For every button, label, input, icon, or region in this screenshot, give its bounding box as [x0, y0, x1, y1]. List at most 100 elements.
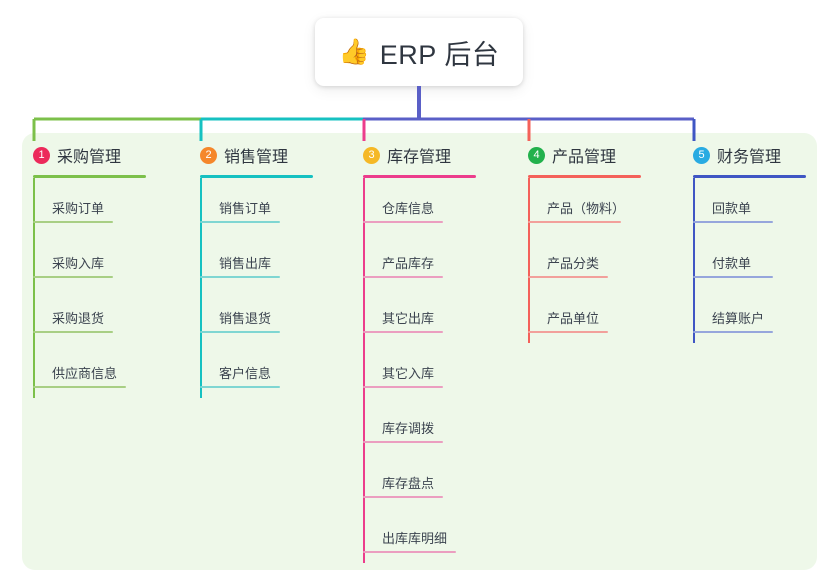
submodule-label: 出库库明细 — [382, 531, 448, 546]
submodule-underline — [363, 386, 443, 388]
submodule-label: 仓库信息 — [382, 201, 435, 216]
module-header-3[interactable]: 3 库存管理 — [352, 142, 502, 168]
submodule-item[interactable]: 产品库存 — [363, 233, 503, 288]
module-number-badge: 5 — [693, 146, 710, 164]
submodule-item[interactable]: 其它出库 — [363, 288, 503, 343]
module-column-3: 3 库存管理仓库信息产品库存其它出库其它入库库存调拨库存盘点出库库明细 — [352, 142, 502, 563]
submodule-underline — [693, 221, 773, 223]
submodule-underline — [363, 276, 443, 278]
module-header-4[interactable]: 4 产品管理 — [517, 142, 667, 168]
module-number-badge: 3 — [363, 146, 380, 164]
submodule-item[interactable]: 仓库信息 — [363, 178, 503, 233]
submodule-label: 产品分类 — [547, 256, 600, 271]
submodule-list: 产品（物料） 产品分类产品单位 — [528, 178, 668, 343]
submodule-underline — [693, 331, 773, 333]
submodule-item[interactable]: 出库库明细 — [363, 508, 503, 563]
submodule-item[interactable]: 其它入库 — [363, 343, 503, 398]
submodule-label: 客户信息 — [219, 366, 272, 381]
submodule-item[interactable]: 客户信息 — [200, 343, 340, 398]
module-number-badge: 1 — [33, 146, 50, 164]
submodule-underline — [33, 276, 113, 278]
module-column-5: 5 财务管理回款单付款单结算账户 — [682, 142, 832, 343]
module-title: 财务管理 — [717, 149, 782, 166]
module-spine-line — [693, 178, 695, 343]
submodule-item[interactable]: 采购入库 — [33, 233, 173, 288]
submodule-item[interactable]: 产品单位 — [528, 288, 668, 343]
module-spine-line — [363, 178, 365, 563]
module-column-4: 4 产品管理产品（物料） 产品分类产品单位 — [517, 142, 667, 343]
submodule-label: 供应商信息 — [52, 366, 118, 381]
submodule-label: 产品（物料） — [547, 201, 626, 216]
submodule-label: 其它出库 — [382, 311, 435, 326]
submodule-underline — [528, 331, 608, 333]
submodule-item[interactable]: 采购退货 — [33, 288, 173, 343]
submodule-label: 产品库存 — [382, 256, 435, 271]
root-title: ERP 后台 — [379, 39, 500, 70]
module-header-underline — [528, 175, 641, 178]
submodule-underline — [200, 386, 280, 388]
submodule-underline — [200, 331, 280, 333]
submodule-item[interactable]: 付款单 — [693, 233, 833, 288]
submodule-underline — [363, 441, 443, 443]
submodule-item[interactable]: 销售退货 — [200, 288, 340, 343]
module-header-underline — [693, 175, 806, 178]
submodule-underline — [363, 221, 443, 223]
submodule-label: 销售退货 — [219, 311, 272, 326]
module-header-underline — [200, 175, 313, 178]
submodule-underline — [33, 386, 126, 388]
submodule-label: 库存调拨 — [382, 421, 435, 436]
module-header-underline — [33, 175, 146, 178]
submodule-label: 采购入库 — [52, 256, 105, 271]
submodule-underline — [528, 276, 608, 278]
submodule-item[interactable]: 产品（物料） — [528, 178, 668, 233]
module-header-2[interactable]: 2 销售管理 — [189, 142, 339, 168]
submodule-item[interactable]: 库存盘点 — [363, 453, 503, 508]
submodule-item[interactable]: 销售订单 — [200, 178, 340, 233]
submodule-item[interactable]: 产品分类 — [528, 233, 668, 288]
root-node-card[interactable]: 👍 ERP 后台 — [315, 18, 523, 86]
submodule-label: 销售订单 — [219, 201, 272, 216]
submodule-item[interactable]: 采购订单 — [33, 178, 173, 233]
submodule-list: 采购订单采购入库采购退货供应商信息 — [33, 178, 173, 398]
submodule-list: 仓库信息产品库存其它出库其它入库库存调拨库存盘点出库库明细 — [363, 178, 503, 563]
submodule-list: 回款单付款单结算账户 — [693, 178, 833, 343]
submodule-label: 销售出库 — [219, 256, 272, 271]
submodule-underline — [363, 551, 456, 553]
submodule-label: 采购订单 — [52, 201, 105, 216]
module-title: 产品管理 — [552, 149, 617, 166]
submodule-label: 付款单 — [712, 256, 752, 271]
submodule-label: 回款单 — [712, 201, 752, 216]
module-number-badge: 2 — [200, 146, 217, 164]
submodule-underline — [200, 221, 280, 223]
submodule-list: 销售订单销售出库销售退货客户信息 — [200, 178, 340, 398]
submodule-underline — [363, 331, 443, 333]
module-number-badge: 4 — [528, 146, 545, 164]
submodule-underline — [33, 221, 113, 223]
thumbs-up-icon: 👍 — [338, 37, 370, 66]
submodule-item[interactable]: 销售出库 — [200, 233, 340, 288]
submodule-item[interactable]: 回款单 — [693, 178, 833, 233]
submodule-underline — [528, 221, 621, 223]
module-spine-line — [200, 178, 202, 398]
submodule-underline — [33, 331, 113, 333]
module-header-underline — [363, 175, 476, 178]
module-spine-line — [33, 178, 35, 398]
submodule-label: 其它入库 — [382, 366, 435, 381]
submodule-item[interactable]: 结算账户 — [693, 288, 833, 343]
submodule-item[interactable]: 供应商信息 — [33, 343, 173, 398]
submodule-underline — [693, 276, 773, 278]
module-header-1[interactable]: 1 采购管理 — [22, 142, 172, 168]
submodule-underline — [200, 276, 280, 278]
module-title: 销售管理 — [224, 149, 289, 166]
submodule-label: 库存盘点 — [382, 476, 435, 491]
module-title: 采购管理 — [57, 149, 122, 166]
module-spine-line — [528, 178, 530, 343]
submodule-item[interactable]: 库存调拨 — [363, 398, 503, 453]
module-column-2: 2 销售管理销售订单销售出库销售退货客户信息 — [189, 142, 339, 398]
module-header-5[interactable]: 5 财务管理 — [682, 142, 832, 168]
module-title: 库存管理 — [387, 149, 452, 166]
submodule-underline — [363, 496, 443, 498]
submodule-label: 采购退货 — [52, 311, 105, 326]
submodule-label: 结算账户 — [712, 311, 765, 326]
